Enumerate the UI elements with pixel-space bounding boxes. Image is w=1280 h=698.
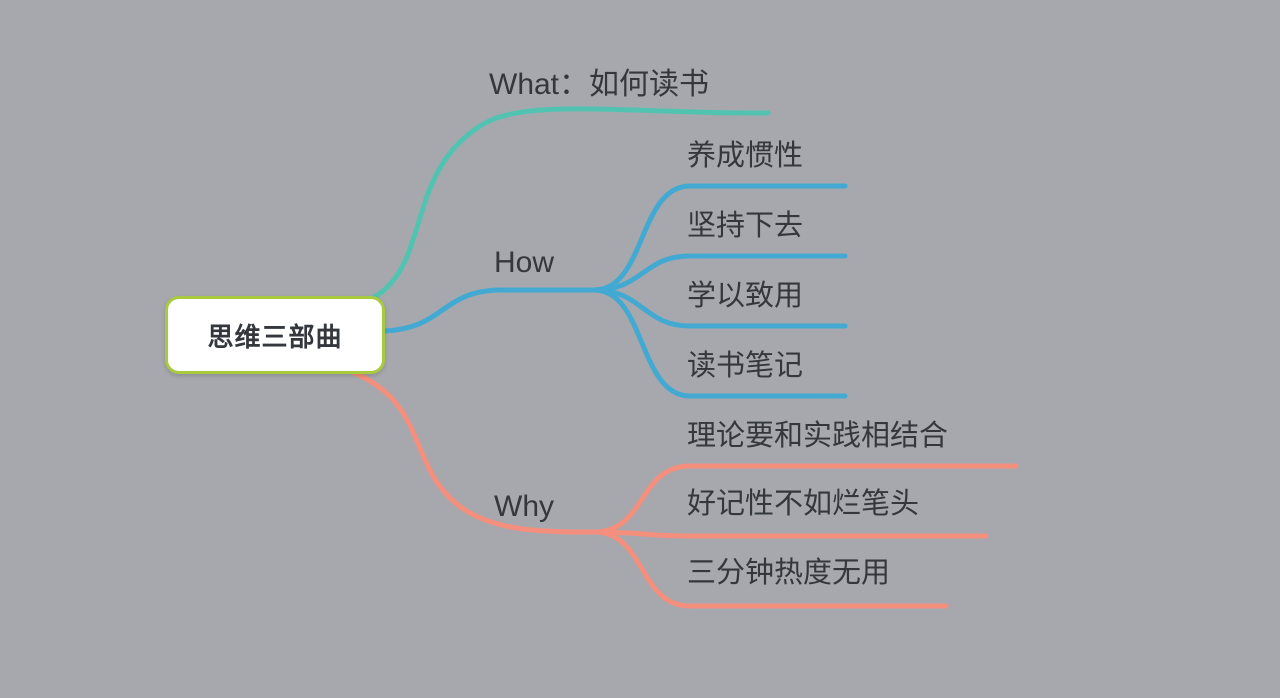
branch-line-why [349,369,597,535]
branch-line-what [362,106,771,305]
why-child-node-1[interactable]: 好记性不如烂笔头 [687,488,920,520]
branch-node-how[interactable]: How [494,246,555,279]
how-child-node-2[interactable]: 学以致用 [687,280,804,312]
branch-node-why[interactable]: Why [494,490,554,523]
how-child-node-1[interactable]: 坚持下去 [687,210,804,242]
why-child-node-2[interactable]: 三分钟热度无用 [687,557,891,589]
why-child-line-1 [591,529,989,539]
branch-node-what[interactable]: What：如何读书 [489,68,710,101]
how-child-line-0 [591,183,848,293]
how-child-node-0[interactable]: 养成惯性 [687,140,804,172]
root-node-label: 思维三部曲 [207,321,343,352]
why-child-node-0[interactable]: 理论要和实践相结合 [687,420,949,452]
root-node[interactable]: 思维三部曲 [165,296,385,374]
how-child-line-3 [591,287,848,399]
why-child-line-2 [591,529,949,609]
how-child-line-1 [591,253,848,293]
branch-line-how [380,287,597,334]
why-child-line-0 [591,463,1019,535]
how-child-node-3[interactable]: 读书笔记 [687,350,804,382]
